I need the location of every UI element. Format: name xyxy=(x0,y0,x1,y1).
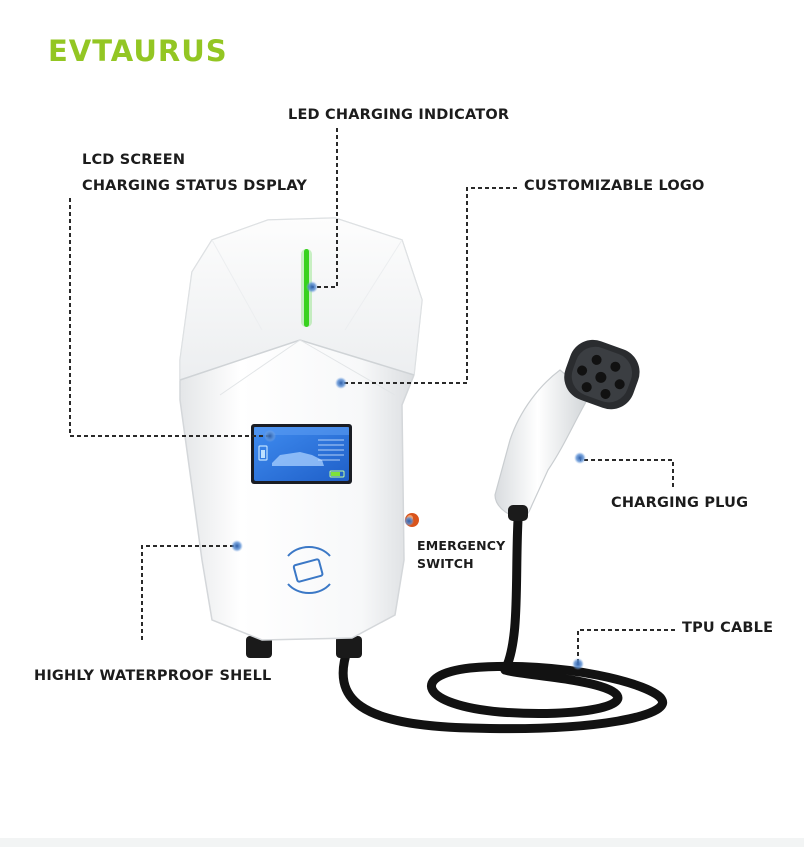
label-lcd-line2: CHARGING STATUS DSPLAY xyxy=(82,178,308,194)
battery-icon xyxy=(258,445,268,461)
lcd-screen xyxy=(251,424,352,484)
label-customizable-logo: CUSTOMIZABLE LOGO xyxy=(524,178,705,194)
label-led-indicator: LED CHARGING INDICATOR xyxy=(288,107,510,123)
callout-lines xyxy=(69,128,675,664)
car-icon xyxy=(272,452,324,466)
cable-glands xyxy=(246,636,362,658)
label-lcd-line1: LCD SCREEN xyxy=(82,152,186,168)
rfid-card-icon xyxy=(287,545,331,595)
footer-strip xyxy=(0,838,804,847)
label-emergency-line1: EMERGENCY xyxy=(417,538,506,553)
brand-logo: EVTAURUS xyxy=(48,34,228,68)
charging-plug xyxy=(494,339,640,521)
label-emergency-line2: SWITCH xyxy=(417,556,474,571)
label-tpu-cable: TPU CABLE xyxy=(682,620,774,636)
label-charging-plug: CHARGING PLUG xyxy=(611,495,749,511)
label-emergency-switch: EMERGENCY SWITCH xyxy=(417,537,505,573)
callout-markers xyxy=(231,281,586,670)
label-waterproof-shell: HIGHLY WATERPROOF SHELL xyxy=(34,668,272,684)
label-lcd-screen: LCD SCREEN CHARGING STATUS DSPLAY xyxy=(82,147,307,199)
